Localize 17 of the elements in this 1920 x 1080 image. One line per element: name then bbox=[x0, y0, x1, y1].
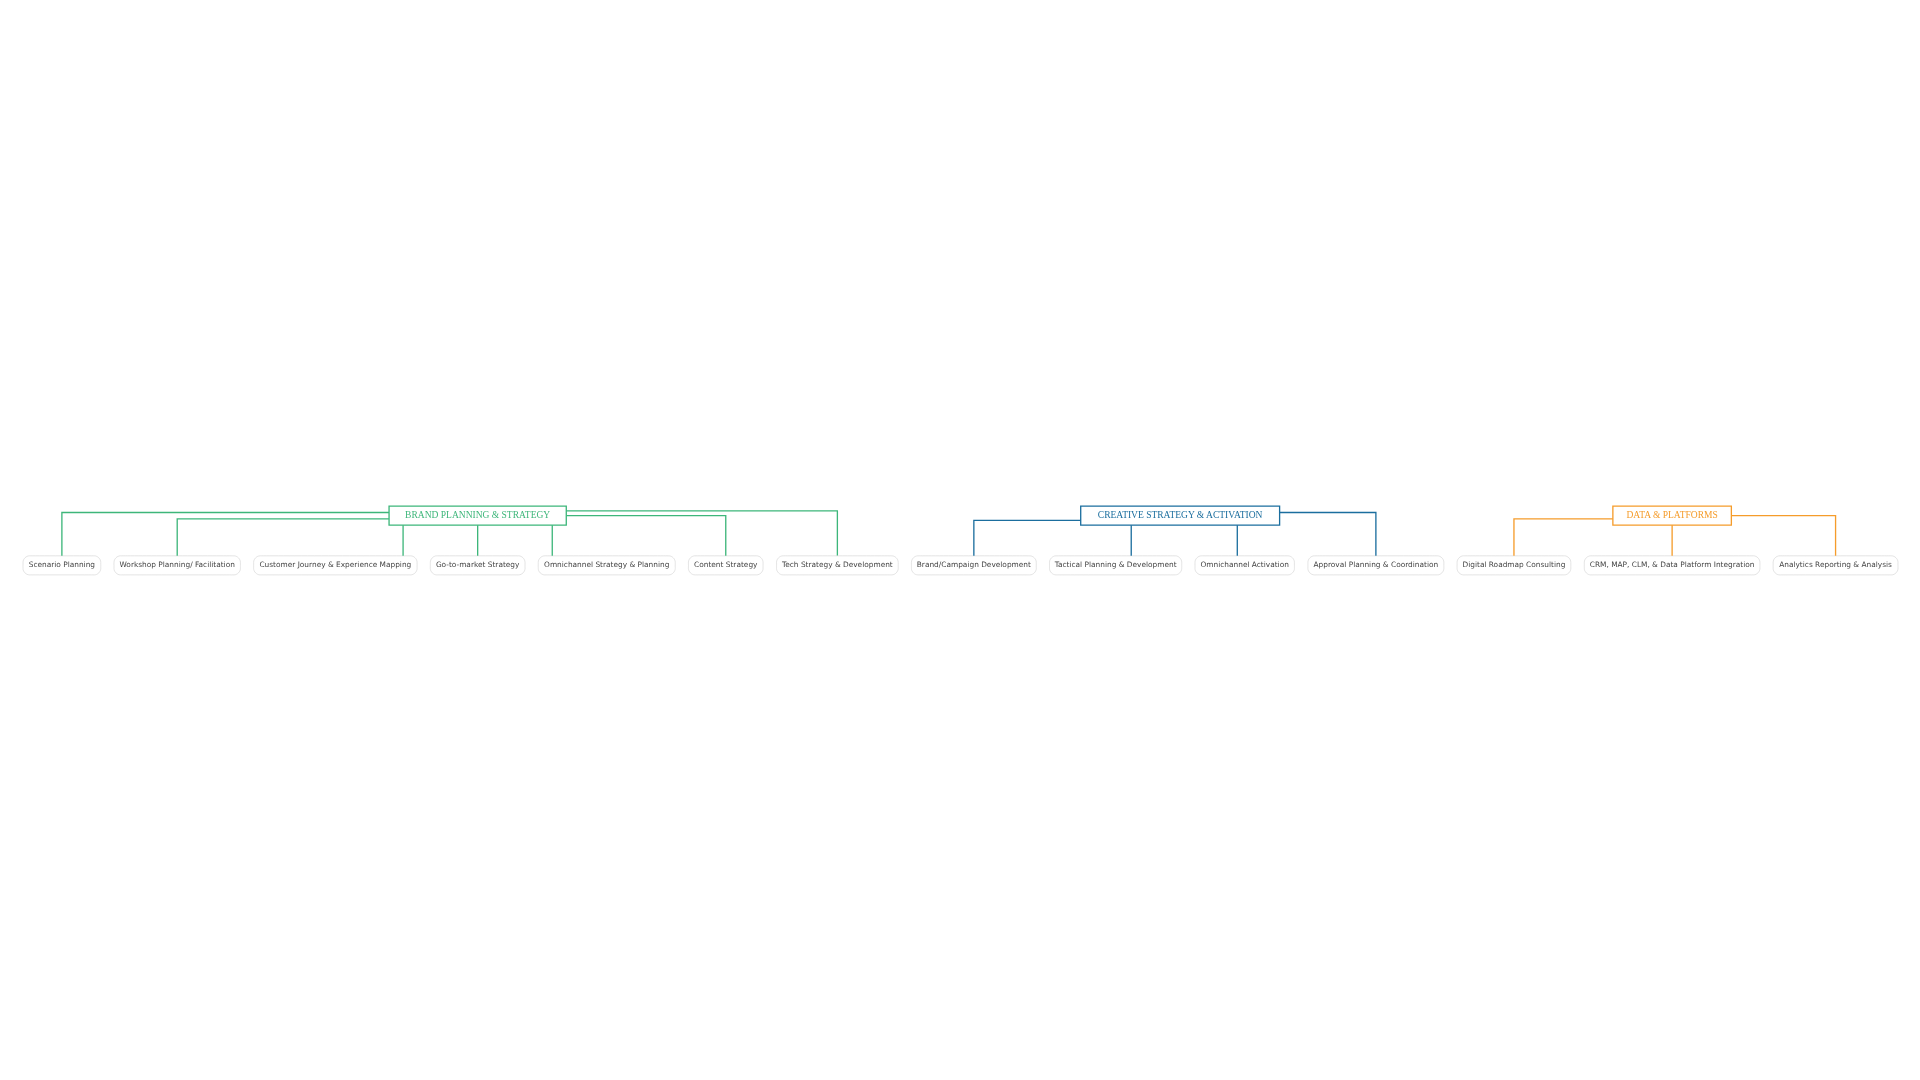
connector bbox=[551, 524, 553, 556]
connector bbox=[476, 524, 478, 556]
node-box: CREATIVE STRATEGY & ACTIVATION bbox=[1079, 504, 1280, 526]
connector bbox=[1130, 524, 1132, 556]
connector bbox=[1670, 524, 1673, 556]
connector bbox=[1236, 524, 1238, 556]
node-box: BRAND PLANNING & STRATEGY bbox=[387, 504, 567, 526]
connector bbox=[176, 517, 390, 556]
connector bbox=[1278, 511, 1377, 556]
connector bbox=[565, 509, 838, 556]
connector bbox=[972, 519, 1081, 556]
connector bbox=[401, 524, 404, 556]
connector bbox=[1512, 517, 1613, 556]
connector bbox=[60, 511, 390, 556]
node-box: DATA & PLATFORMS bbox=[1611, 504, 1732, 526]
connector bbox=[565, 514, 726, 556]
connector bbox=[1730, 514, 1836, 556]
